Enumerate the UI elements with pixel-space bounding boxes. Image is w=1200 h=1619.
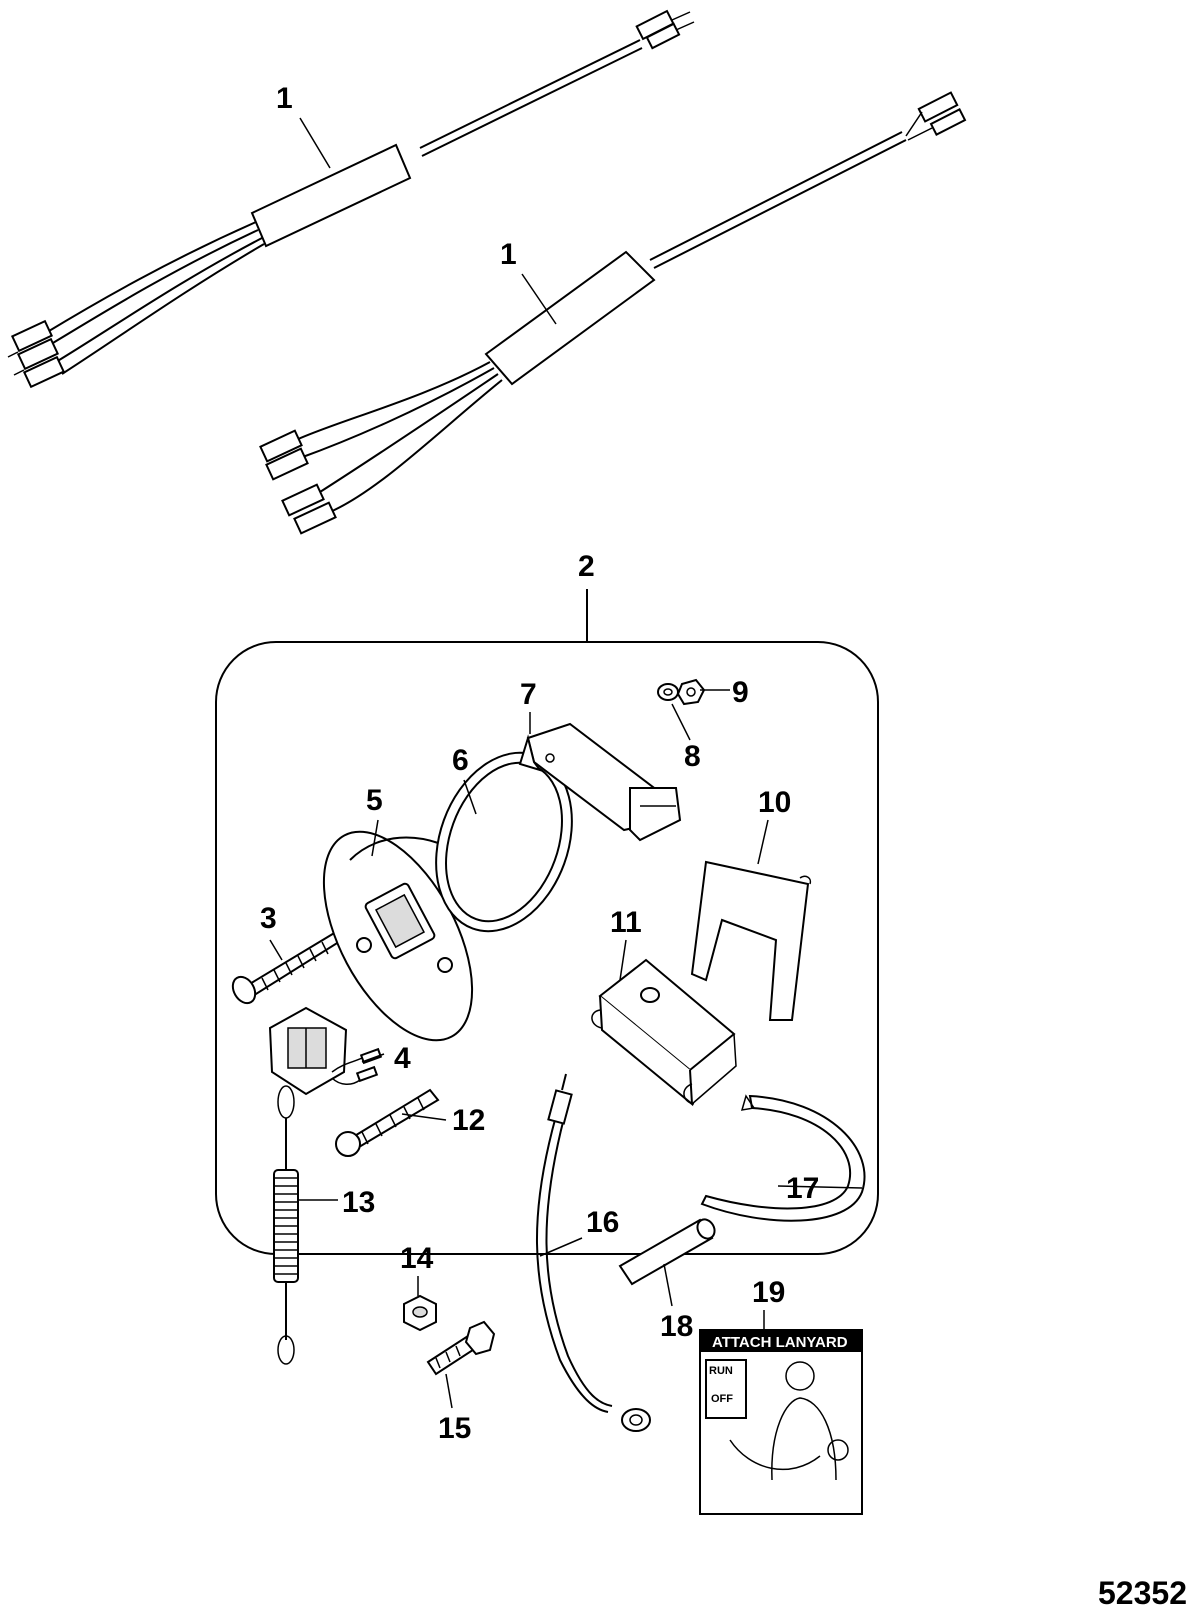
callout-4: 4 — [394, 1042, 411, 1075]
part-16-ground-lead — [536, 1073, 651, 1432]
part-19-decal: ATTACH LANYARD RUN OFF — [699, 1329, 863, 1515]
callout-12: 12 — [452, 1104, 485, 1137]
callout-3: 3 — [260, 902, 277, 935]
callouts: 1 1 2 3 4 5 6 7 8 9 10 11 12 13 14 15 16… — [260, 82, 819, 1445]
part-4-stop-switch — [268, 1006, 383, 1096]
callout-9: 9 — [732, 676, 749, 709]
callout-16: 16 — [586, 1206, 619, 1239]
decal-run-label: RUN — [709, 1365, 733, 1377]
callout-2: 2 — [578, 550, 595, 583]
wire-harness-lower — [259, 91, 967, 535]
callout-1-upper: 1 — [276, 82, 293, 115]
part-3-wood-screw — [231, 930, 344, 1005]
part-13-lanyard-cord — [273, 1085, 299, 1365]
callout-14: 14 — [400, 1242, 434, 1275]
decal-title: ATTACH LANYARD — [712, 1334, 848, 1351]
callout-15: 15 — [438, 1412, 471, 1445]
part-15-bolt — [426, 1320, 496, 1376]
callout-18: 18 — [660, 1310, 693, 1343]
part-5-mounting-plate — [322, 830, 474, 1042]
part-7-bracket — [518, 722, 682, 842]
callout-10: 10 — [758, 786, 791, 819]
callout-19: 19 — [752, 1276, 785, 1309]
part-18-roll-pin — [618, 1218, 716, 1286]
part-12-screw — [335, 1088, 440, 1157]
callout-11: 11 — [610, 906, 642, 939]
part-8-washer — [657, 683, 679, 701]
part-17-strap — [700, 1094, 866, 1222]
part-11-retainer — [591, 958, 737, 1107]
callout-13: 13 — [342, 1186, 375, 1219]
callout-7: 7 — [520, 678, 537, 711]
figure-number: 52352 — [1098, 1575, 1187, 1611]
callout-8: 8 — [684, 740, 701, 773]
callout-5: 5 — [366, 784, 383, 817]
part-9-nut — [676, 678, 706, 706]
callout-6: 6 — [452, 744, 469, 777]
part-10-spring-clip — [690, 860, 812, 1021]
callout-17: 17 — [786, 1172, 819, 1205]
leader-lines — [269, 117, 863, 1409]
part-14-locknut — [403, 1294, 437, 1332]
decal-off-label: OFF — [711, 1393, 733, 1405]
callout-1-lower: 1 — [500, 238, 517, 271]
wire-harness-upper — [7, 9, 695, 389]
